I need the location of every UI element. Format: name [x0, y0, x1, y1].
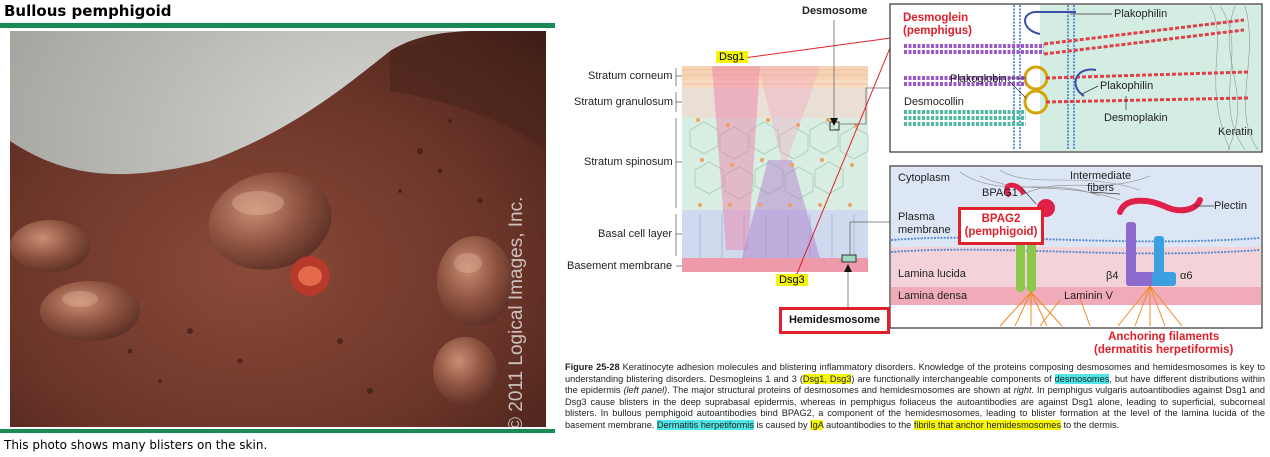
alpha6-label: α6: [1180, 270, 1193, 282]
label-stratum-granulosum: Stratum granulosum: [574, 96, 674, 108]
membrane-text: membrane: [898, 224, 951, 236]
cytoplasm-label: Cytoplasm: [898, 172, 950, 184]
desmoglein-disease: (pemphigus): [903, 25, 972, 37]
dsg3-label: Dsg3: [776, 274, 808, 286]
desmosome-label: Desmosome: [802, 5, 868, 17]
caption-part-5: . In pemphigus vulgaris autoantibodies a…: [565, 385, 1265, 430]
caption-left-panel: (left panel): [623, 385, 668, 396]
caption-divider: [0, 429, 555, 433]
anchoring-filaments-label: Anchoring filaments (dermatitis herpetif…: [1094, 331, 1233, 357]
intermediate-fibers-label: Intermediate fibers: [1070, 170, 1131, 194]
epidermis-block: [682, 66, 869, 272]
hemidesmosome-label: Hemidesmosome: [788, 314, 881, 326]
hemidesmosome-box: Hemidesmosome: [779, 307, 890, 334]
desmocollin-label: Desmocollin: [904, 96, 964, 108]
bpag1-label: BPAG1: [982, 187, 1018, 199]
bpag2-disease: (pemphigoid): [964, 226, 1038, 238]
beta4-label: β4: [1106, 270, 1119, 282]
label-stratum-spinosum: Stratum spinosum: [584, 156, 673, 168]
plakophilin-top-label: Plakophilin: [1114, 8, 1168, 20]
desmoglein-label: Desmoglein (pemphigus): [903, 12, 972, 38]
label-basal-cell-layer: Basal cell layer: [598, 228, 672, 240]
caption-right: right: [1013, 385, 1032, 396]
bpag2-name: BPAG2: [981, 213, 1021, 225]
dsg1-label: Dsg1: [716, 51, 748, 63]
figure-number: Figure 25-28: [565, 362, 620, 372]
plakoglobin-label: Plakoglobin: [950, 73, 1007, 85]
plakophilin-mid-label: Plakophilin: [1100, 80, 1154, 92]
caption-highlight-dh: Dermatitis herpetiformis: [656, 419, 754, 430]
desmoplakin-label: Desmoplakin: [1104, 112, 1168, 124]
anchoring-name: Anchoring filaments: [1108, 331, 1220, 343]
laminin-label: Laminin V: [1064, 290, 1113, 302]
desmoglein-name: Desmoglein: [903, 12, 969, 24]
photo-caption: This photo shows many blisters on the sk…: [4, 438, 268, 452]
caption-highlight-desmosomes: desmosomes: [1054, 373, 1110, 384]
caption-part-8: to the dermis.: [1060, 419, 1120, 430]
caption-part-4: . The major structural proteins of desmo…: [667, 385, 1014, 396]
anchoring-disease: (dermatitis herpetiformis): [1094, 344, 1234, 356]
skin-photo: © 2011 Logical Images, Inc.: [10, 31, 546, 427]
photo-title: Bullous pemphigoid: [4, 2, 172, 20]
lamina-lucida-label: Lamina lucida: [898, 268, 966, 280]
caption-highlight-iga: IgA: [810, 419, 824, 430]
caption-part-6: is caused by: [753, 419, 811, 430]
caption-part-7: autoantibodies to the: [823, 419, 914, 430]
caption-highlight-dsg: Dsg1, Dsg3: [802, 373, 852, 384]
desmosome-panel: [889, 3, 1263, 153]
label-basement-membrane: Basement membrane: [567, 260, 673, 272]
fibers-text: fibers: [1087, 182, 1115, 194]
lamina-densa-label: Lamina densa: [898, 290, 968, 302]
plasma-membrane-label: Plasma membrane: [898, 211, 951, 237]
bpag2-box: BPAG2 (pemphigoid): [958, 207, 1044, 245]
caption-part-2: ) are functionally interchangeable compo…: [851, 373, 1055, 384]
adhesion-diagram: [675, 3, 1263, 329]
bpag2-label: BPAG2 (pemphigoid): [961, 213, 1041, 239]
plasma-text: Plasma: [898, 211, 935, 223]
caption-highlight-fibrils: fibrils that anchor hemidesmosomes: [913, 419, 1061, 430]
intermediate-text: Intermediate: [1070, 170, 1132, 182]
caption-part-1: Keratinocyte adhesion molecules and blis…: [565, 362, 1265, 384]
title-divider: [0, 23, 555, 28]
figure-caption: Figure 25-28 Keratinocyte adhesion molec…: [565, 362, 1265, 432]
keratin-label: Keratin: [1218, 126, 1253, 138]
hemidesmosome-panel: [889, 165, 1263, 329]
skin-photo-illustration: [10, 31, 546, 427]
plectin-label: Plectin: [1214, 200, 1248, 212]
label-stratum-corneum: Stratum corneum: [588, 70, 673, 82]
caption-part-3: , but have different distributions withi…: [565, 373, 1265, 396]
